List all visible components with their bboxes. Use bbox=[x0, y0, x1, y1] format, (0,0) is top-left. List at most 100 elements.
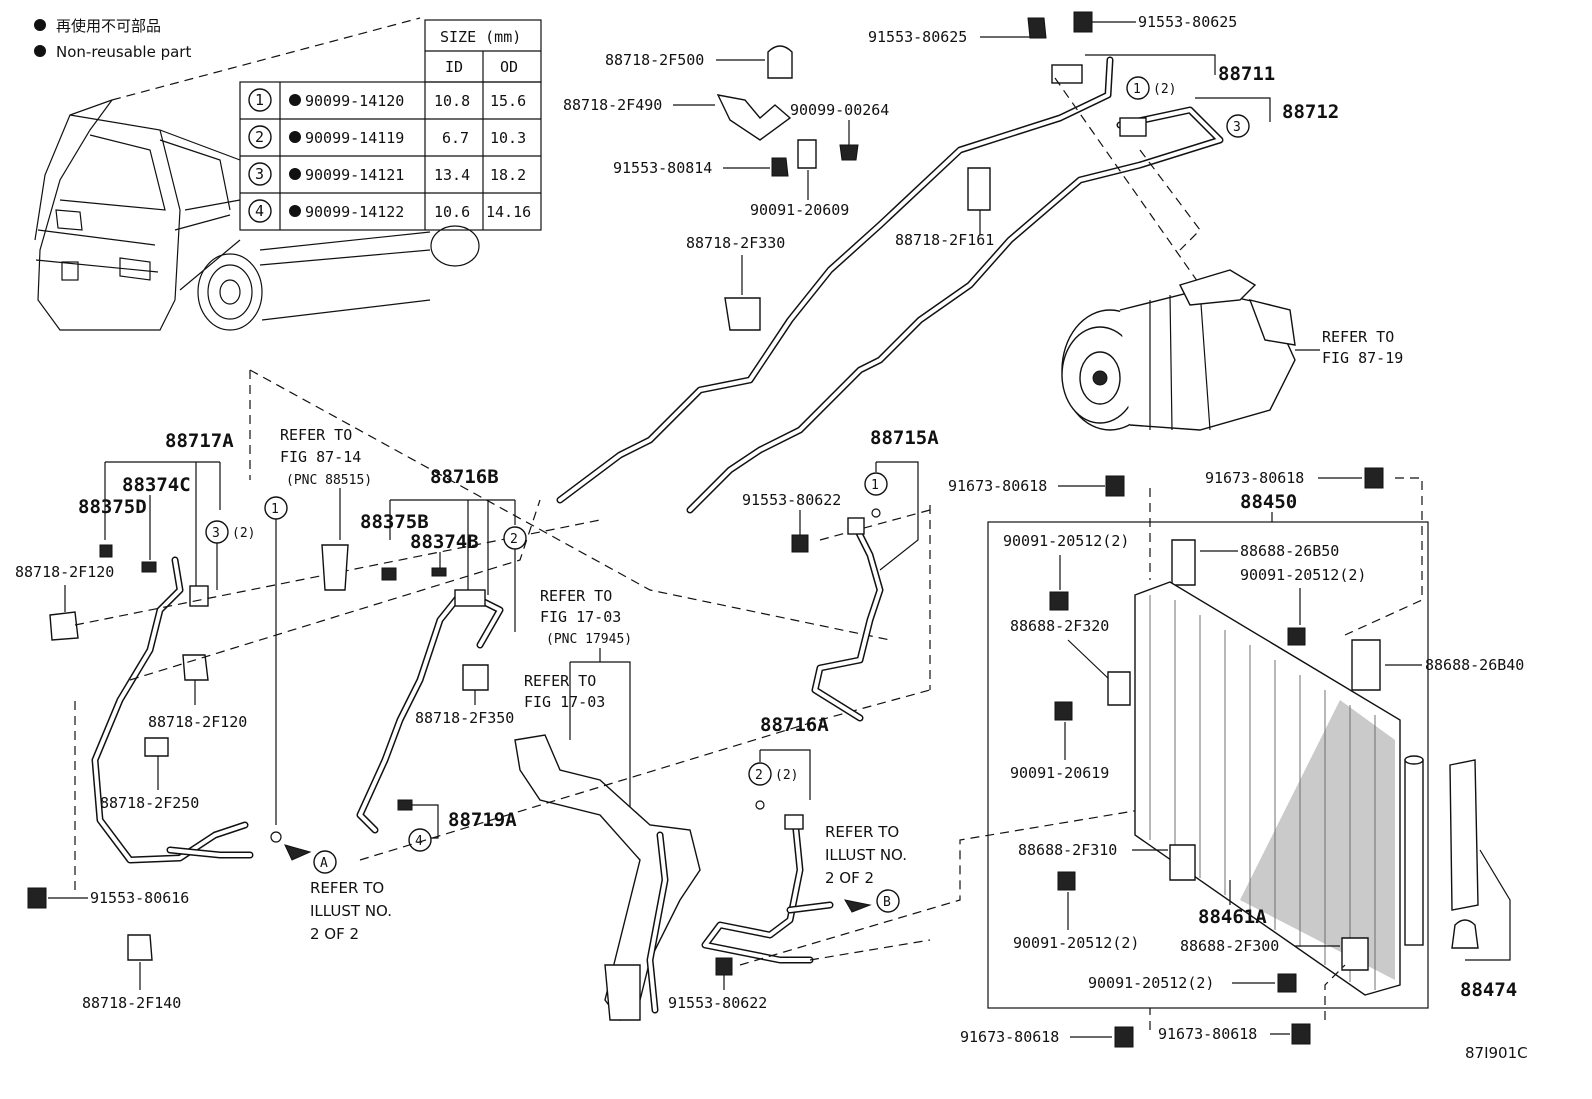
label-88374C: 88374C bbox=[122, 474, 191, 496]
clamp-icon bbox=[144, 737, 169, 757]
label-refer-87-19-b: FIG 87-19 bbox=[1322, 349, 1403, 367]
label-88716B: 88716B bbox=[430, 466, 499, 488]
bolt-icon bbox=[771, 157, 789, 177]
label-91553-80616: 91553-80616 bbox=[90, 889, 189, 907]
label-refer-illust-a-1: REFER TO bbox=[310, 879, 384, 897]
row-od: 15.6 bbox=[490, 92, 526, 110]
label-88719A: 88719A bbox=[448, 809, 517, 831]
bottom-bolts: 91673-80618 91673-80618 87I901C bbox=[960, 964, 1528, 1062]
label-refer-87-14-c: (PNC 88515) bbox=[286, 473, 372, 488]
label-88718-2F250: 88718-2F250 bbox=[100, 794, 199, 812]
label-refer-17-03a-a: REFER TO bbox=[540, 587, 612, 605]
receiver-tank bbox=[1404, 759, 1424, 946]
clamp-icon bbox=[49, 611, 79, 641]
non-reusable-icon bbox=[289, 205, 301, 217]
valve-core-icon bbox=[431, 567, 447, 577]
condenser-assembly: 91673-80618 91673-80618 88450 90091-2051… bbox=[948, 467, 1524, 1009]
bracket-icon bbox=[716, 94, 792, 141]
table-row: 3 90099-14121 13.4 18.2 bbox=[248, 162, 526, 186]
label-88718-2F350: 88718-2F350 bbox=[415, 709, 514, 727]
left-hose-group: 88717A 88374C 88375D 3 (2) 88718-2F120 8… bbox=[15, 426, 601, 1012]
bolt-icon bbox=[1027, 17, 1047, 39]
row-od: 18.2 bbox=[490, 166, 526, 184]
tube-fitting-icon bbox=[397, 799, 413, 811]
bolt-icon bbox=[1277, 973, 1297, 993]
clamp-icon bbox=[127, 934, 153, 961]
bracket-icon bbox=[1351, 639, 1381, 691]
label-refer-17-03a-b: FIG 17-03 bbox=[540, 608, 621, 626]
label-88688-26B40: 88688-26B40 bbox=[1425, 656, 1524, 674]
bolt-icon bbox=[27, 887, 47, 909]
label-90099-00264: 90099-00264 bbox=[790, 101, 889, 119]
label-91553-80622-b: 91553-80622 bbox=[668, 994, 767, 1012]
table-row: 4 90099-14122 10.6 14.16 bbox=[248, 199, 531, 223]
col-od: OD bbox=[500, 58, 518, 76]
row-id: 6.7 bbox=[442, 129, 469, 147]
col-id: ID bbox=[445, 58, 463, 76]
row-id: 10.6 bbox=[434, 203, 470, 221]
qty: (2) bbox=[775, 768, 798, 783]
circle-3: 3 bbox=[212, 526, 220, 541]
bolt-icon bbox=[1364, 467, 1384, 489]
row-part: 90099-14120 bbox=[305, 92, 404, 110]
figure-code: 87I901C bbox=[1465, 1044, 1528, 1062]
circle-A: A bbox=[320, 856, 328, 871]
qty: (2) bbox=[232, 526, 255, 541]
label-88450: 88450 bbox=[1240, 491, 1297, 513]
label-88688-2F310: 88688-2F310 bbox=[1018, 841, 1117, 859]
bolt-icon bbox=[791, 534, 809, 553]
table-row: 1 90099-14120 10.8 15.6 bbox=[248, 88, 526, 112]
row-num: 2 bbox=[255, 128, 264, 146]
circle-1: 1 bbox=[271, 502, 279, 517]
label-91553-80625-b: 91553-80625 bbox=[1138, 13, 1237, 31]
legend-en: Non-reusable part bbox=[56, 43, 191, 61]
label-91673-80618-b: 91673-80618 bbox=[1205, 469, 1304, 487]
label-88374B: 88374B bbox=[410, 531, 479, 553]
row-od: 10.3 bbox=[490, 129, 526, 147]
bracket-icon bbox=[1107, 671, 1131, 706]
label-88375D: 88375D bbox=[78, 496, 147, 518]
88715A-group: 88715A 1 91553-80622 bbox=[742, 427, 939, 722]
label-90091-20512-a: 90091-20512(2) bbox=[1003, 532, 1129, 550]
label-refer-17-03b-a: REFER TO bbox=[524, 672, 596, 690]
clamp-icon bbox=[724, 297, 761, 331]
label-88712: 88712 bbox=[1282, 101, 1339, 123]
label-88474: 88474 bbox=[1460, 979, 1517, 1001]
label-88688-2F320: 88688-2F320 bbox=[1010, 617, 1109, 635]
non-reusable-icon bbox=[289, 131, 301, 143]
center-tube-group: 88716B 88375B 88374B 2 88718-2F350 88719… bbox=[129, 369, 931, 1022]
label-refer-17-03b-b: FIG 17-03 bbox=[524, 693, 605, 711]
label-refer-illust-a-2: ILLUST NO. bbox=[310, 902, 392, 920]
label-88718-2F490: 88718-2F490 bbox=[563, 96, 662, 114]
bolt-icon bbox=[1291, 1023, 1311, 1045]
clamp-icon bbox=[182, 654, 209, 681]
bracket-icon bbox=[1169, 844, 1196, 881]
bracket-icon bbox=[1341, 937, 1369, 971]
arrow-icon bbox=[844, 899, 872, 913]
label-88718-2F330: 88718-2F330 bbox=[686, 234, 785, 252]
label-88375B: 88375B bbox=[360, 511, 429, 533]
label-91673-80618-a: 91673-80618 bbox=[948, 477, 1047, 495]
label-refer-illust-b-3: 2 OF 2 bbox=[825, 869, 874, 887]
row-num: 4 bbox=[255, 202, 264, 220]
bolt-icon bbox=[1054, 701, 1073, 721]
non-reusable-icon bbox=[289, 94, 301, 106]
label-88688-2F300: 88688-2F300 bbox=[1180, 937, 1279, 955]
label-88718-2F120-b: 88718-2F120 bbox=[148, 713, 247, 731]
clamp-icon bbox=[462, 664, 489, 691]
label-91553-80622-a: 91553-80622 bbox=[742, 491, 841, 509]
row-od: 14.16 bbox=[486, 203, 531, 221]
pipe-fitting-icon bbox=[1119, 117, 1147, 137]
cap-icon bbox=[381, 567, 397, 581]
cap-icon bbox=[99, 544, 113, 558]
compressor: REFER TO FIG 87-19 bbox=[1061, 269, 1403, 431]
discharge-suction-pipes: 91553-80625 91553-80625 88711 1 (2) 8871… bbox=[556, 11, 1339, 514]
label-refer-87-19-a: REFER TO bbox=[1322, 328, 1394, 346]
label-90091-20512-d: 90091-20512(2) bbox=[1088, 974, 1214, 992]
bolt-icon bbox=[1057, 871, 1076, 891]
label-88718-2F120-a: 88718-2F120 bbox=[15, 563, 114, 581]
condenser-frame bbox=[987, 521, 1429, 1009]
label-88715A: 88715A bbox=[870, 427, 939, 449]
circle-2: 2 bbox=[755, 768, 763, 783]
